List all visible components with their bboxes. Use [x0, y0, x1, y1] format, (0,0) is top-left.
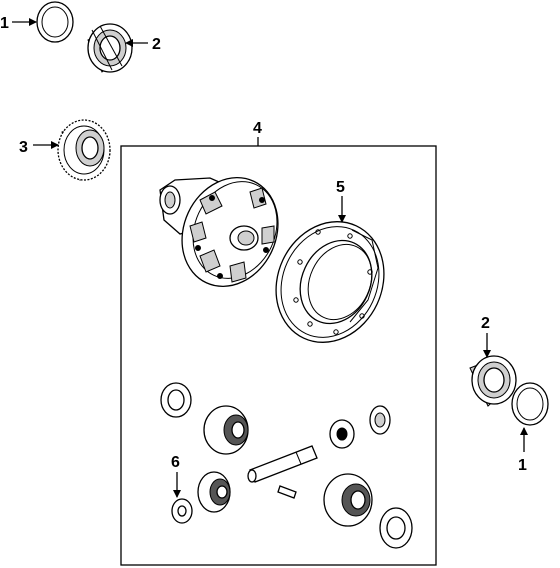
- pinion-washer-small: [369, 405, 391, 435]
- differential-case: [159, 177, 279, 287]
- washer-part-6: [171, 498, 193, 524]
- side-thrust-washer: [379, 507, 413, 549]
- assembly-box: [120, 145, 437, 566]
- callout-1-right: 1: [518, 457, 527, 474]
- pinion-washer: [329, 419, 355, 449]
- callout-2-top: 2: [152, 36, 161, 53]
- oil-seal-part-1-right: [511, 382, 549, 426]
- oil-seal-part-1-top: [36, 1, 74, 43]
- side-gear-right: [323, 473, 373, 527]
- callout-3: 3: [19, 139, 28, 156]
- callout-4: 4: [253, 120, 262, 137]
- side-gear-left: [203, 405, 249, 455]
- lock-pin: [277, 485, 297, 499]
- thrust-washer: [160, 382, 192, 418]
- callout-5: 5: [336, 179, 345, 196]
- callout-6: 6: [171, 454, 180, 471]
- bearing-part-2-top: [87, 23, 133, 73]
- pinion-shaft: [247, 445, 318, 483]
- bearing-part-2-right: [469, 355, 517, 407]
- speedometer-gear-part-3: [57, 119, 111, 181]
- callout-2-right: 2: [481, 315, 490, 332]
- pinion-gear: [197, 471, 231, 513]
- callout-1-top: 1: [0, 15, 9, 32]
- ring-gear-part-5: [275, 221, 385, 343]
